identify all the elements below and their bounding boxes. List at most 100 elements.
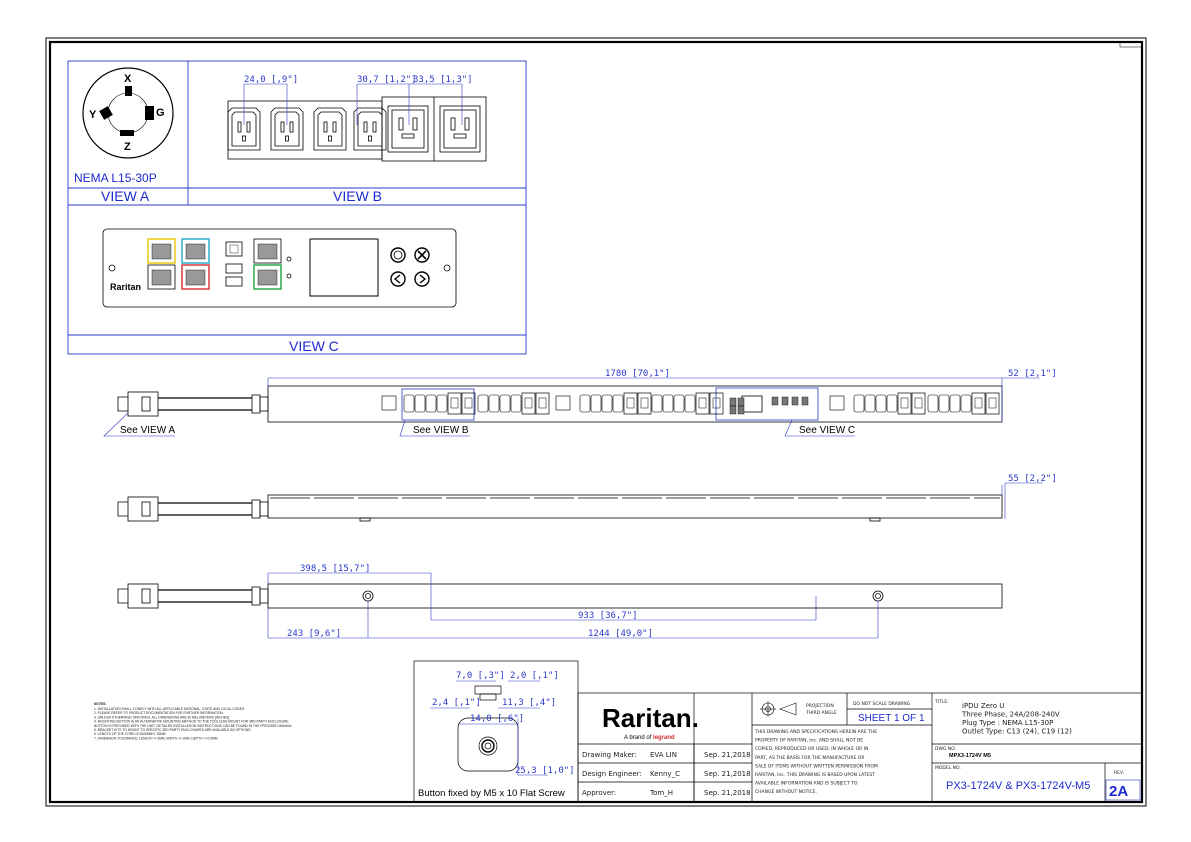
strip-c19-pins <box>524 397 533 409</box>
strip-c19 <box>637 392 652 415</box>
note-line: 2. PLEASE REFER TO PRODUCT DOCUMENTATION… <box>94 711 224 715</box>
controller-port <box>771 396 779 406</box>
btn-dim-4: 11,3 [,4"] <box>502 698 556 708</box>
strip-c13 <box>477 394 489 413</box>
c13-outlet <box>353 107 387 151</box>
strip-c13 <box>488 394 500 413</box>
dim-1244: 1244 [49,0"] <box>588 629 653 639</box>
breaker <box>381 395 397 411</box>
note-line: 6. LENGTH OF THE CORD IS 3000MM+/-75MM <box>94 732 166 736</box>
view-a-label: VIEW A <box>101 188 150 204</box>
plug-name: NEMA L15-30P <box>74 171 157 185</box>
rev-value: 2A <box>1109 783 1128 800</box>
btn-dim-6: 25,3 [1,0"] <box>515 766 575 776</box>
strip-c13 <box>590 394 602 413</box>
strip-c13 <box>938 394 950 413</box>
strip-c19 <box>971 392 986 415</box>
signoff-role: Drawing Maker: <box>582 751 637 759</box>
strip-c19-pins <box>698 397 707 409</box>
note-line: 1. INSTALLATION SHALL COMPLY WITH ALL AP… <box>94 707 245 711</box>
controller-port <box>791 396 799 406</box>
dim-depth: 55 [2,2"] <box>1008 474 1057 484</box>
btn-dim-2: 2,0 [,1"] <box>510 671 559 681</box>
strip-c13 <box>425 394 437 413</box>
side-view-dimension <box>1004 482 1043 519</box>
btn-dim-3: 2,4 [,1"] <box>432 698 481 708</box>
dim-overall-length: 1780 [70,1"] <box>605 369 670 379</box>
note-line: 4. MOUNTING BUTTON IS AN ALTERNATIVE MOU… <box>94 720 290 724</box>
corner-tag <box>1119 41 1143 48</box>
rev-label: REV. <box>1114 770 1124 776</box>
dwg-no-label: DWG NO. <box>935 746 956 752</box>
model-no: PX3-1724V & PX3-1724V-M5 <box>946 780 1090 792</box>
dim-398: 398,5 [15,7"] <box>300 564 370 574</box>
signoff-name: Kenny_C <box>650 770 680 778</box>
see-view-c: See VIEW C <box>799 425 855 436</box>
dim-933: 933 [36,7"] <box>578 611 638 621</box>
signoff-name: EVA LIN <box>650 751 677 759</box>
controller-port <box>729 397 737 407</box>
sheet-number: SHEET 1 OF 1 <box>858 713 925 724</box>
brand-tagline: A brand of legrand <box>624 735 675 741</box>
pdu-rear-view <box>117 583 1003 609</box>
note-line: BUTTON IS PROVIDED WITH THE UNIT. DETAIL… <box>94 724 293 728</box>
strip-c19 <box>623 392 638 415</box>
disclaimer-line: CHANGE WITHOUT NOTICE. <box>755 789 817 795</box>
strip-c19-pins <box>640 397 649 409</box>
title-line: Three Phase, 24A/208-240V <box>961 711 1060 719</box>
strip-c19-pins <box>712 397 721 409</box>
title-line: Outlet Type: C13 (24), C19 (12) <box>962 728 1072 736</box>
projection-label: PROJECTION <box>806 703 834 709</box>
controller-port <box>737 397 745 407</box>
btn-dim-5: 14,0 [,6"] <box>470 714 524 724</box>
signoff-date: Sep. 21,2018 <box>704 770 751 778</box>
strip-c13 <box>853 394 865 413</box>
title-line: Plug Type : NEMA L15-30P <box>962 719 1053 727</box>
projection-symbol <box>760 701 797 717</box>
view-b-label: VIEW B <box>333 188 382 204</box>
strip-c13 <box>510 394 522 413</box>
view-c-label: VIEW C <box>289 338 339 354</box>
c19-outlet <box>387 105 429 153</box>
strip-c19-pins <box>538 397 547 409</box>
strip-outlets <box>381 392 1000 415</box>
signoff-date: Sep. 21,2018 <box>704 789 751 797</box>
nema-plug-face: X Y G Z <box>82 67 174 159</box>
strip-c13 <box>651 394 663 413</box>
strip-c13 <box>927 394 939 413</box>
strip-c13 <box>612 394 624 413</box>
controller-port <box>729 405 737 415</box>
strip-c13 <box>960 394 972 413</box>
strip-c13 <box>949 394 961 413</box>
breaker <box>555 395 571 411</box>
strip-c19-pins <box>450 397 459 409</box>
model-no-label: MODEL NO. <box>935 765 961 771</box>
strip-c19 <box>535 392 550 415</box>
c13-outlet <box>227 107 261 151</box>
strip-c19 <box>521 392 536 415</box>
pin-x-label: X <box>124 73 132 85</box>
button-caption: Button fixed by M5 x 10 Flat Screw <box>418 788 565 799</box>
button-detail-dimensions <box>430 680 548 776</box>
port-grid-details <box>151 243 278 286</box>
strip-c13 <box>662 394 674 413</box>
rear-view-dimensions <box>267 572 879 639</box>
disclaimer-line: RARITAN, Inc. THIS DRAWING IS BASED UPON… <box>755 772 875 778</box>
pin-z-label: Z <box>124 141 131 153</box>
strip-c13 <box>864 394 876 413</box>
note-line: 7. DIMENSION TOLERANCE: LENGTH +/-3MM, W… <box>94 736 218 740</box>
note-line: 3. UNLESS OTHERWISE SPECIFIED, ALL DIMEN… <box>94 715 230 719</box>
strip-c19 <box>897 392 912 415</box>
title-label: TITLE: <box>934 699 949 705</box>
controller-panel <box>102 228 457 308</box>
strip-c19-pins <box>988 397 997 409</box>
strip-c13 <box>436 394 448 413</box>
title-line: iPDU Zero U <box>962 702 1004 710</box>
raritan-logo: Raritan. <box>602 703 699 733</box>
strip-c19 <box>709 392 724 415</box>
front-view-dimensions <box>103 377 1040 437</box>
see-view-b: See VIEW B <box>413 425 469 436</box>
